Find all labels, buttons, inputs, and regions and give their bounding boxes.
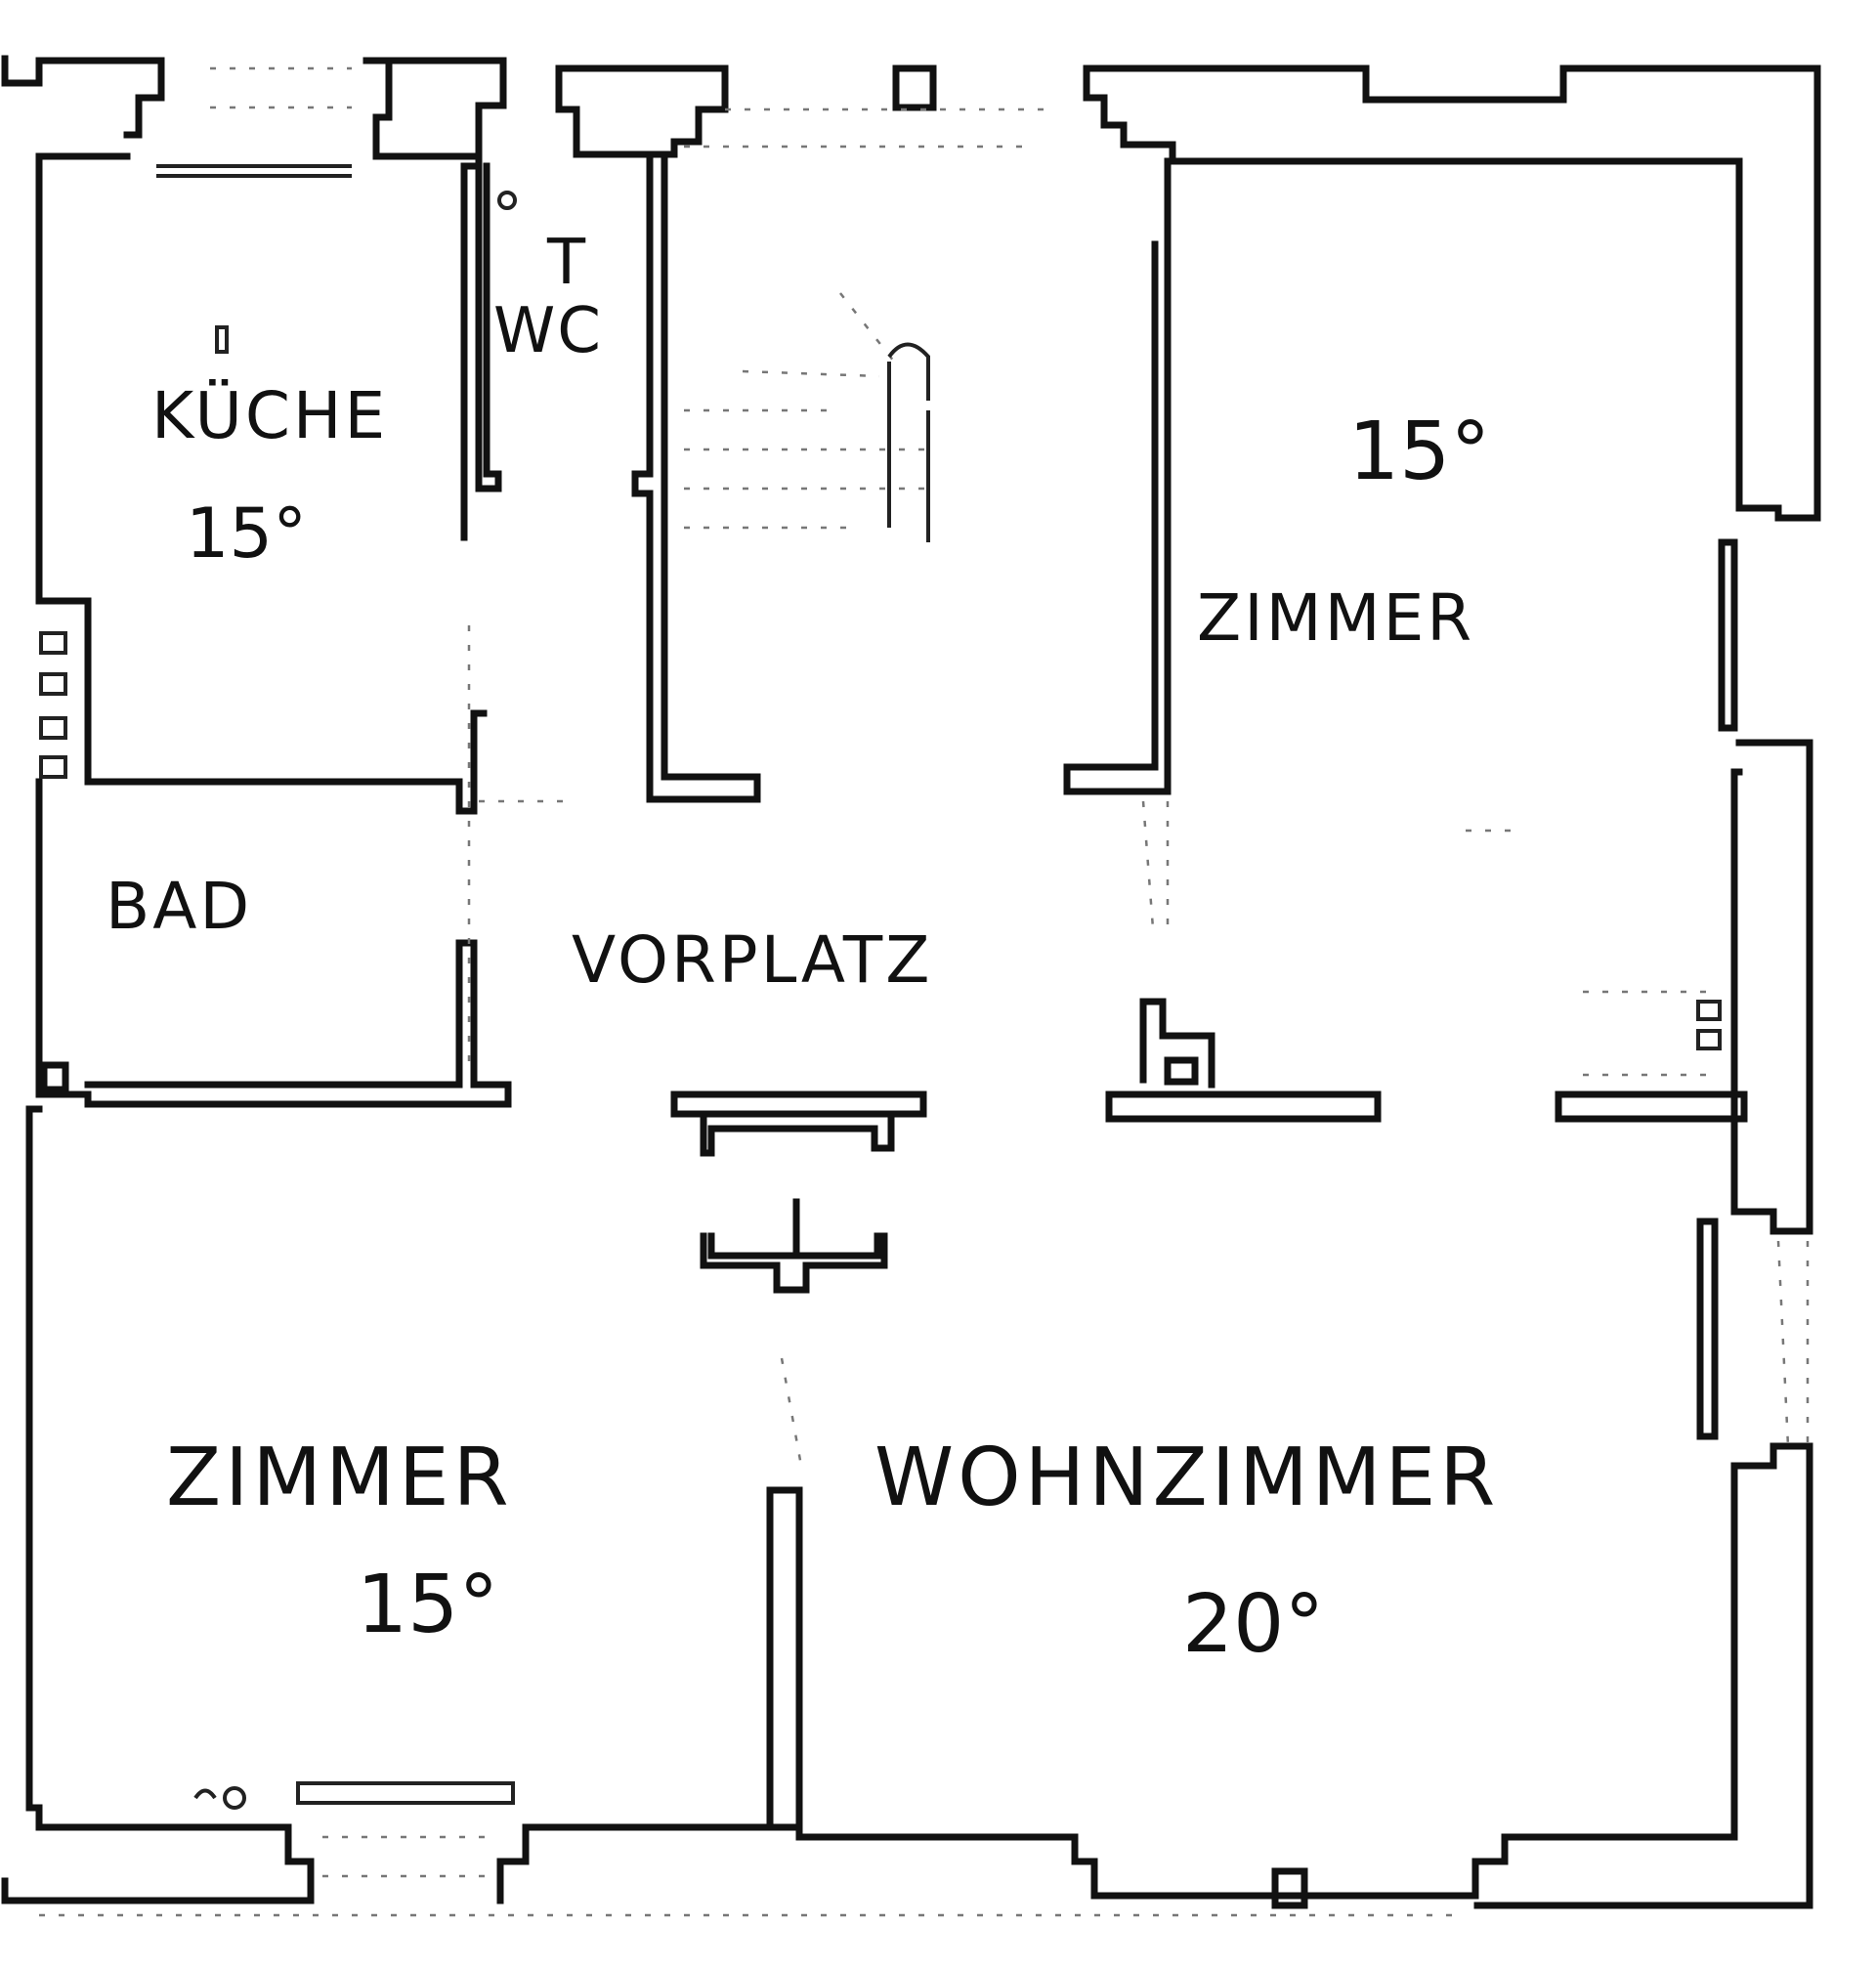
- bad-label: BAD: [106, 869, 252, 944]
- room-labels: KÜCHE 15° T WC 15° ZIMMER BAD VORPLATZ Z…: [106, 227, 1499, 1671]
- radiator-icon: [1696, 1000, 1722, 1050]
- wohnzimmer-label: WOHNZIMMER: [874, 1432, 1499, 1524]
- vorplatz-label: VORPLATZ: [572, 922, 932, 998]
- wc-fixture-icon: [497, 191, 517, 210]
- kueche-label: KÜCHE: [151, 378, 388, 453]
- zimmer-ne-label: ZIMMER: [1197, 580, 1474, 656]
- kitchen-outlet-icon: [215, 325, 229, 354]
- zimmer-sw-label: ZIMMER: [166, 1432, 513, 1524]
- wc-mark: T: [546, 227, 587, 299]
- zimmer-ne-temp: 15°: [1348, 406, 1490, 498]
- radiator-icon: [39, 631, 67, 779]
- fixtures: [39, 191, 1722, 1810]
- wohnzimmer-temp: 20°: [1182, 1578, 1324, 1671]
- interior-walls: [25, 150, 1748, 1831]
- stair-curve-icon: [887, 342, 930, 542]
- zimmer-sw-temp: 15°: [357, 1559, 498, 1651]
- fixture-symbol-icon: [193, 1786, 247, 1810]
- wc-label: WC: [493, 295, 603, 367]
- exterior-walls: [1, 55, 1821, 1909]
- dotted-guides: [39, 66, 1810, 1917]
- kueche-temp: 15°: [186, 493, 307, 574]
